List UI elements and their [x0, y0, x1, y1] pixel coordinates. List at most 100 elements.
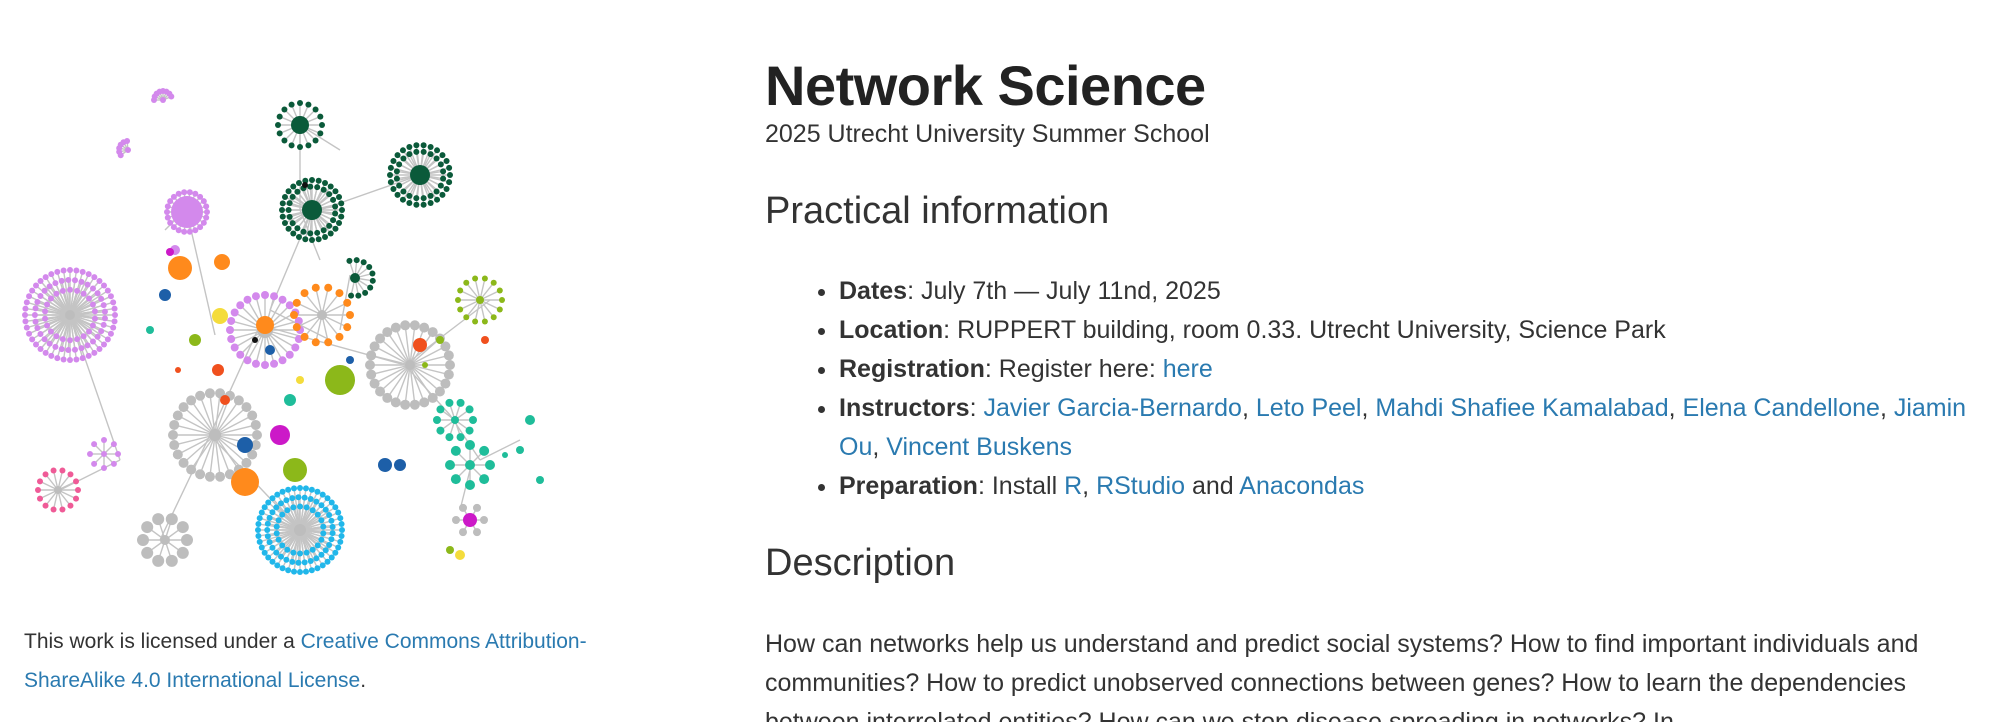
- network-node: [405, 360, 415, 370]
- network-node: [251, 292, 260, 301]
- network-node: [204, 209, 210, 215]
- network-node: [285, 301, 294, 310]
- network-node: [443, 350, 454, 361]
- network-node: [42, 349, 49, 356]
- network-node: [390, 322, 401, 333]
- network-edge: [214, 434, 247, 464]
- network-edge: [379, 364, 411, 393]
- list-item-instructors: Instructors: Javier Garcia-Bernardo, Let…: [839, 389, 1980, 467]
- network-node: [300, 228, 307, 235]
- network-node: [181, 228, 188, 235]
- network-node: [54, 268, 61, 275]
- network-node: [107, 293, 114, 300]
- network-node: [343, 323, 352, 332]
- network-node: [89, 285, 96, 292]
- network-node: [31, 312, 38, 318]
- network-edge: [62, 314, 71, 360]
- preparation-text: Install: [991, 472, 1065, 500]
- network-node: [58, 346, 65, 353]
- network-node: [230, 343, 239, 352]
- network-node: [369, 341, 380, 352]
- license-link[interactable]: Creative Commons Attribution-ShareAlike …: [24, 630, 587, 692]
- network-node: [279, 542, 286, 549]
- network-node: [94, 333, 101, 340]
- network-node: [283, 497, 290, 504]
- network-node: [324, 283, 333, 292]
- network-node: [261, 549, 268, 556]
- network-node: [457, 287, 464, 294]
- network-node: [365, 360, 375, 370]
- network-node: [250, 419, 261, 430]
- network-edge: [409, 364, 441, 393]
- network-node: [32, 305, 39, 312]
- instructor-link[interactable]: Jiamin Ou: [839, 394, 1967, 461]
- network-edge: [190, 400, 216, 436]
- network-node: [101, 341, 108, 348]
- network-node: [89, 301, 96, 308]
- network-node: [71, 277, 78, 284]
- network-node: [273, 523, 280, 530]
- rstudio-link[interactable]: RStudio: [1096, 472, 1186, 500]
- network-node: [315, 236, 322, 243]
- network-node: [186, 395, 197, 406]
- network-node: [472, 275, 479, 282]
- network-node: [91, 441, 98, 448]
- network-node: [328, 554, 335, 561]
- network-node: [307, 183, 314, 190]
- network-node: [279, 207, 285, 213]
- network-node: [67, 357, 73, 363]
- network-node: [101, 282, 108, 289]
- instructor-link[interactable]: Leto Peel: [1255, 394, 1362, 422]
- instructor-link[interactable]: Vincent Buskens: [886, 433, 1073, 461]
- network-node: [35, 487, 41, 493]
- network-node: [78, 278, 85, 285]
- network-node: [42, 471, 49, 478]
- r-link[interactable]: R: [1064, 472, 1083, 500]
- instructor-link[interactable]: Elena Candellone: [1682, 394, 1880, 422]
- network-node: [302, 200, 322, 220]
- registration-link[interactable]: here: [1162, 355, 1213, 383]
- license-note: This work is licensed under a Creative C…: [24, 622, 664, 700]
- network-node: [59, 287, 66, 294]
- network-node: [79, 355, 86, 362]
- network-node: [292, 298, 301, 307]
- network-node: [314, 565, 321, 572]
- network-node: [186, 189, 193, 196]
- network-node: [226, 326, 234, 334]
- network-node: [362, 289, 369, 296]
- network-node: [355, 292, 362, 299]
- network-node: [330, 217, 337, 224]
- network-edge: [69, 280, 76, 316]
- network-node: [54, 486, 62, 494]
- network-edge: [69, 288, 94, 316]
- network-node: [336, 193, 343, 200]
- network-node: [277, 500, 284, 507]
- network-node: [101, 451, 107, 457]
- network-node: [450, 474, 461, 485]
- network-node: [269, 558, 276, 565]
- network-node: [65, 310, 75, 320]
- network-node: [332, 188, 339, 195]
- network-edge: [199, 395, 216, 436]
- network-node: [427, 151, 434, 158]
- network-node: [463, 314, 470, 321]
- description-text: How can networks help us understand and …: [765, 630, 1919, 722]
- network-node: [317, 310, 327, 320]
- network-node: [450, 445, 461, 456]
- network-node: [400, 188, 407, 195]
- anacondas-link[interactable]: Anacondas: [1239, 472, 1365, 500]
- network-node: [111, 318, 118, 325]
- network-node: [314, 229, 321, 236]
- network-node: [169, 440, 180, 451]
- network-node: [67, 267, 73, 273]
- network-edge: [62, 270, 71, 316]
- instructor-link[interactable]: Mahdi Shafiee Kamalabad: [1375, 394, 1669, 422]
- network-node: [178, 457, 189, 468]
- instructor-link[interactable]: Javier Garcia-Bernardo: [983, 394, 1242, 422]
- network-node: [317, 130, 324, 137]
- network-node: [465, 480, 475, 490]
- network-edge: [409, 364, 450, 376]
- network-node: [186, 228, 193, 235]
- network-node: [73, 478, 80, 485]
- network-node: [360, 259, 367, 266]
